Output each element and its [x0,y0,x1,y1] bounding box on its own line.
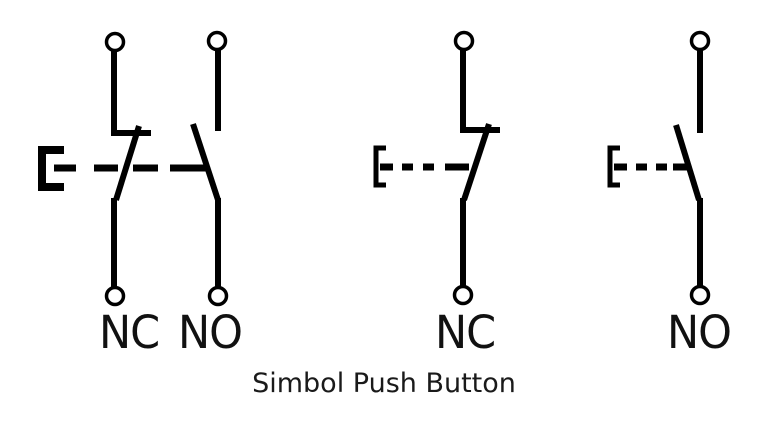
nc-contact [104,31,151,307]
terminal-top-icon [206,30,228,52]
symbol-no [607,30,711,306]
label-no: NO [178,306,243,360]
label-no: NO [667,306,732,360]
actuator-bracket-icon [607,145,620,188]
terminal-bottom-icon [689,284,711,306]
terminal-top-icon [453,30,475,52]
nc-contact [452,30,500,306]
terminal-bottom-icon [104,285,126,307]
label-nc: NC [99,306,160,360]
no-contact [673,30,711,306]
symbol-nc-no [38,30,229,307]
terminal-top-icon [104,31,126,53]
diagram-caption: Simbol Push Button [252,368,516,399]
terminal-top-icon [689,30,711,52]
actuator-bracket-icon [373,145,386,188]
label-nc: NC [435,306,496,360]
symbol-nc [373,30,500,306]
actuator-bracket-icon [38,146,64,191]
terminal-bottom-icon [452,284,474,306]
no-contact [190,30,229,307]
terminal-bottom-icon [207,285,229,307]
